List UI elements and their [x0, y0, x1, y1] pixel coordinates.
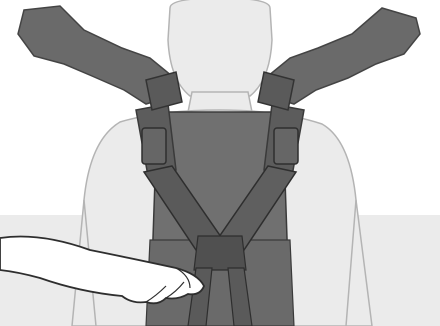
strap-cross-center [194, 236, 246, 270]
left-buckle [142, 128, 166, 164]
person-head [168, 0, 272, 96]
person-neck [188, 92, 252, 112]
right-buckle [274, 128, 298, 164]
